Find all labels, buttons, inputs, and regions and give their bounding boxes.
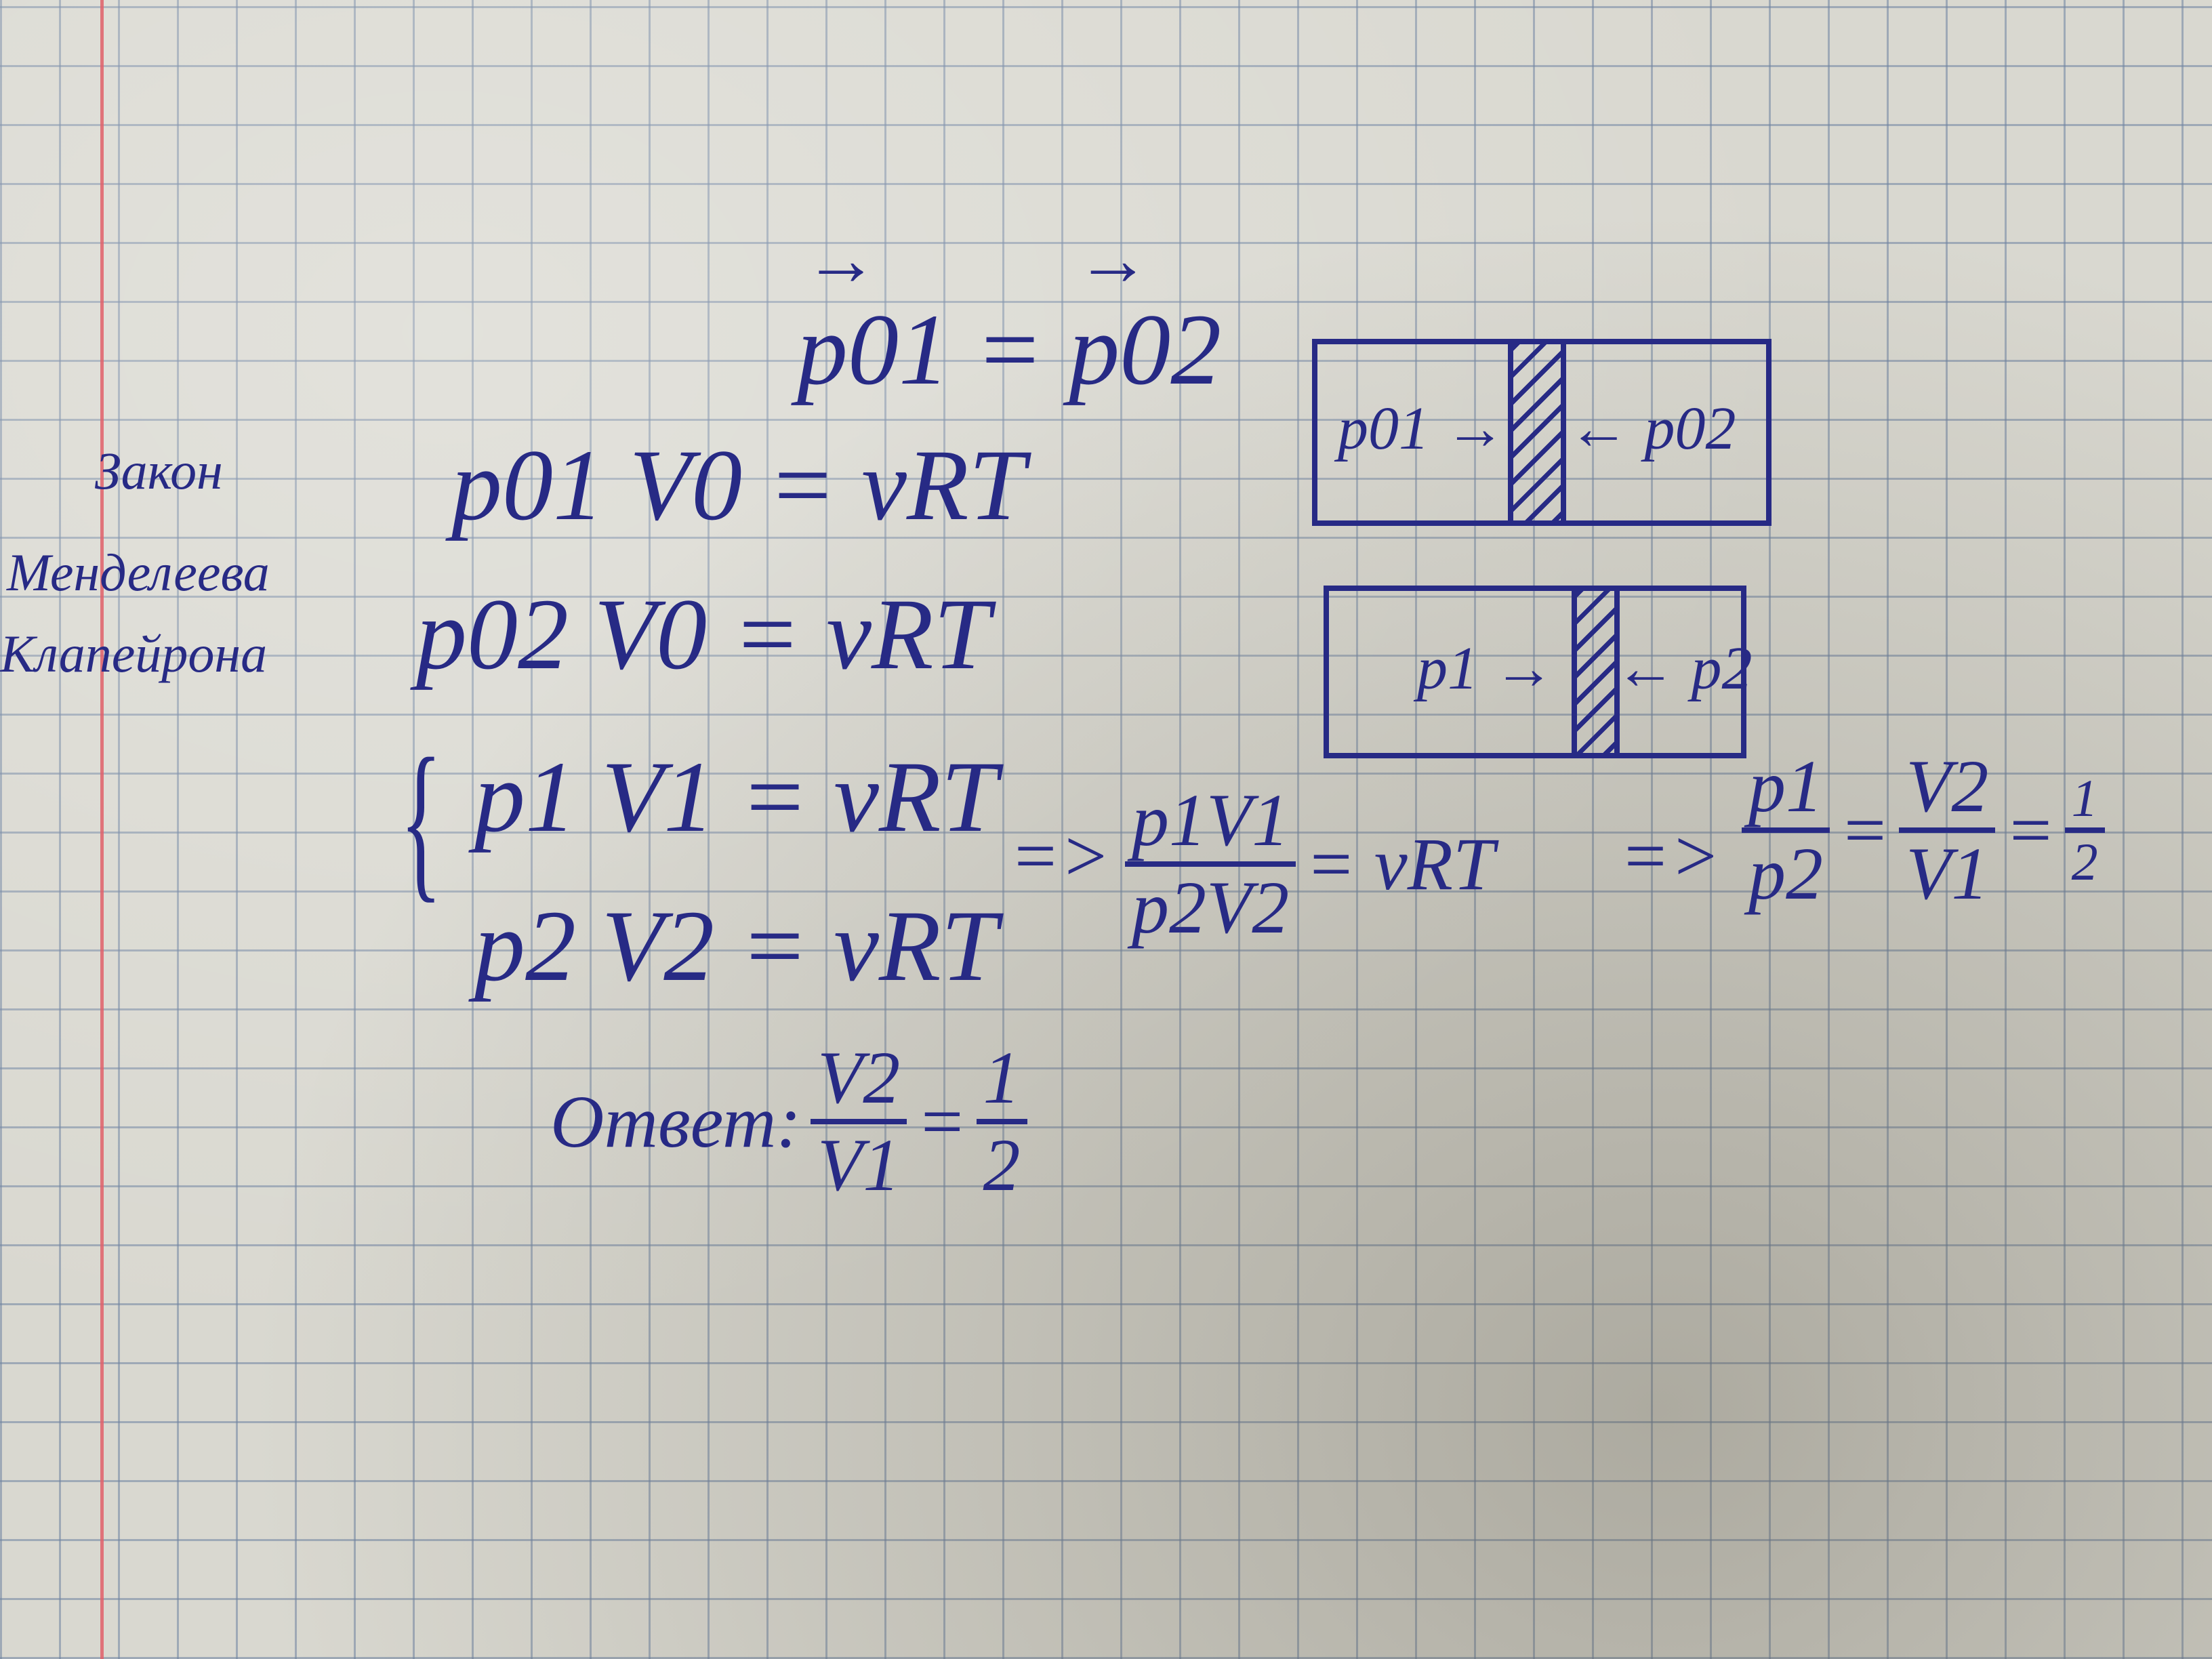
pressure-ratio: p1 p2 [1742, 745, 1830, 915]
law-name-line-1: Закон [95, 441, 223, 500]
fraction-denominator: p2V2 [1132, 866, 1290, 949]
law-name-line-3: Клапейрона [0, 624, 268, 683]
ratio-equation: p1V1 p2V2 = νRT [1125, 779, 1494, 949]
cylinder-final: p1 → ← p2 [1324, 586, 1753, 758]
half-fraction: 1 2 [2064, 769, 2105, 891]
piston-hatched [1572, 591, 1620, 753]
vector-p02: p02 [1069, 217, 1221, 409]
fraction-denominator: V1 [817, 1124, 901, 1206]
label-p2: ← p2 [1615, 635, 1753, 702]
label-p02: ← p02 [1568, 395, 1736, 462]
label-p1: p1 → [1417, 635, 1555, 702]
result-equation: p1 p2 = V2 V1 = 1 2 [1742, 745, 2105, 915]
equals-sign: = [916, 1080, 967, 1163]
system-brace: { [400, 722, 443, 918]
ratio-rhs: = νRT [1305, 822, 1495, 905]
fraction-numerator: 1 [976, 1037, 1027, 1124]
law-name-line-2: Менделеева [7, 543, 270, 602]
system-equation-1: p1 V1 = νRT [474, 741, 998, 853]
answer-label: Ответ: [550, 1080, 802, 1163]
fraction-numerator: p1 [1742, 745, 1830, 833]
answer-ratio: V2 V1 [811, 1037, 907, 1206]
implies-arrow-2: => [1620, 815, 1721, 897]
cylinder-initial: p01 → ← p02 [1312, 339, 1771, 526]
system-equation-2: p2 V2 = νRT [474, 890, 998, 1002]
margin-line [100, 0, 104, 1659]
momentum-equation: p01 = p02 [797, 217, 1221, 409]
fraction-denominator: 2 [2071, 832, 2098, 891]
label-p01: p01 → [1338, 395, 1506, 462]
fraction-numerator: 1 [2064, 769, 2105, 833]
equation-1: p01 V0 = νRT [451, 429, 1025, 541]
piston-hatched [1508, 344, 1566, 520]
equals-sign: = [1839, 788, 1890, 872]
fraction-denominator: V1 [1906, 832, 1989, 915]
vector-p01: p01 [797, 217, 949, 409]
fraction-numerator: p1V1 [1125, 779, 1296, 867]
equation-2: p02 V0 = νRT [416, 578, 990, 691]
ratio-fraction: p1V1 p2V2 [1125, 779, 1296, 949]
implies-arrow-1: => [1010, 815, 1111, 897]
fraction-numerator: V2 [1899, 745, 1996, 833]
answer-value: 1 2 [976, 1037, 1027, 1206]
fraction-denominator: 2 [983, 1124, 1021, 1206]
fraction-denominator: p2 [1748, 832, 1823, 915]
equals-sign: = [975, 293, 1044, 406]
answer: Ответ: V2 V1 = 1 2 [550, 1037, 1027, 1206]
volume-ratio: V2 V1 [1899, 745, 1996, 915]
equals-sign: = [2005, 788, 2055, 872]
fraction-numerator: V2 [811, 1037, 907, 1124]
